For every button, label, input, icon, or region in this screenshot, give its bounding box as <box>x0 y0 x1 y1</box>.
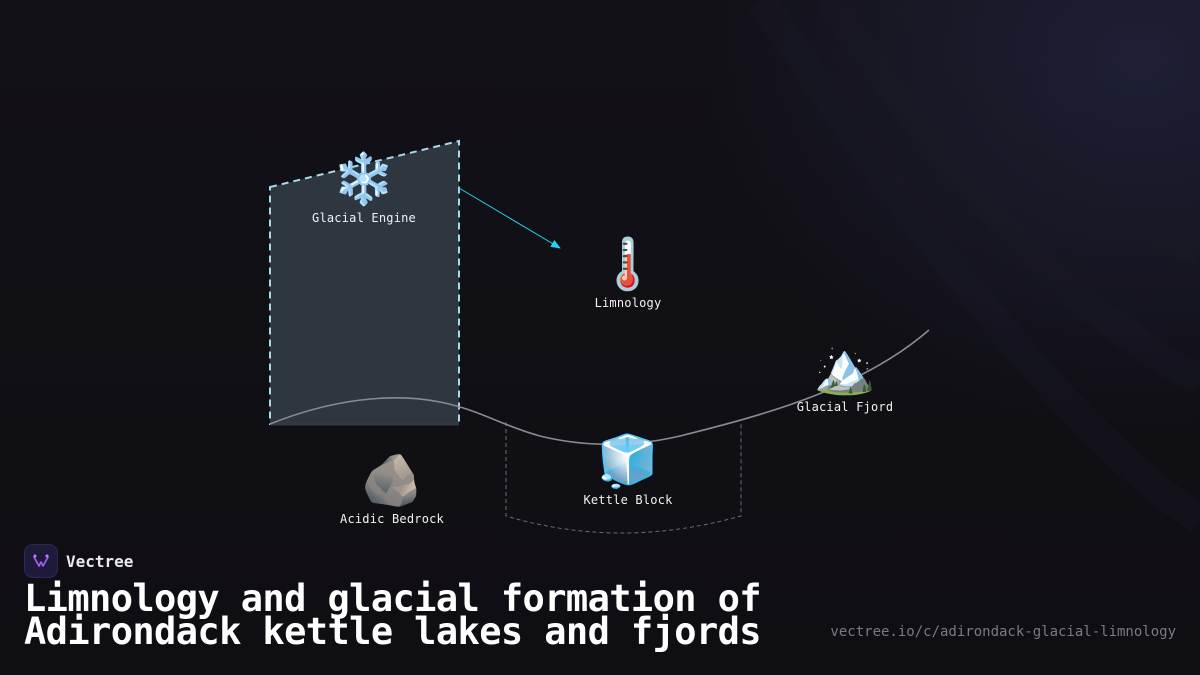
page-title: Limnology and glacial formation of Adiro… <box>24 577 814 653</box>
node-glacial-engine[interactable]: ❄️ Glacial Engine <box>312 151 416 226</box>
brand-name: Vectree <box>66 551 134 571</box>
thermometer-icon: 🌡️ <box>596 235 660 293</box>
brand[interactable]: Vectree <box>24 544 133 578</box>
glacial-engine-panel <box>269 139 460 425</box>
page-title-line-1: Limnology and glacial formation of <box>24 577 762 620</box>
node-kettle-block[interactable]: 🧊 Kettle Block <box>583 433 672 508</box>
vectree-logo-icon <box>24 544 58 578</box>
node-label: Acidic Bedrock <box>340 512 444 526</box>
node-label: Glacial Fjord <box>796 400 894 414</box>
ice-cube-icon: 🧊 <box>596 432 660 490</box>
node-label: Limnology <box>594 296 662 310</box>
node-label: Glacial Engine <box>312 211 416 225</box>
terrain-profile-line <box>269 329 930 446</box>
node-label: Kettle Block <box>583 493 673 507</box>
edge-glacial-engine-to-limnology <box>458 187 561 249</box>
snow-capped-mountain-icon: 🏔️ <box>813 339 877 397</box>
kettle-basin-outline <box>505 422 742 534</box>
rock-icon: 🪨 <box>360 451 424 509</box>
page-title-line-2: Adirondack kettle lakes and fjords <box>24 610 762 653</box>
node-glacial-fjord[interactable]: 🏔️ Glacial Fjord <box>797 340 894 415</box>
source-url[interactable]: vectree.io/c/adirondack-glacial-limnolog… <box>830 624 1176 640</box>
node-limnology[interactable]: 🌡️ Limnology <box>595 236 662 311</box>
node-acidic-bedrock[interactable]: 🪨 Acidic Bedrock <box>340 452 444 527</box>
snowflake-icon: ❄️ <box>332 150 396 208</box>
